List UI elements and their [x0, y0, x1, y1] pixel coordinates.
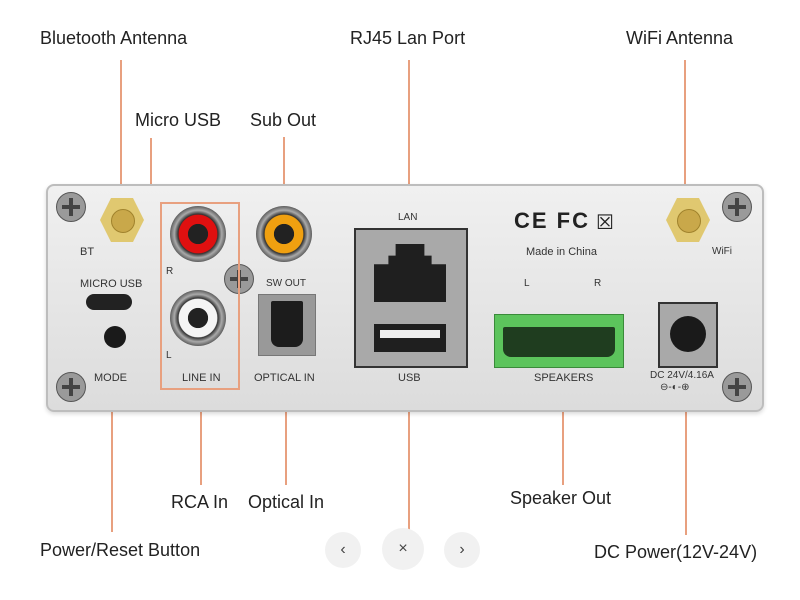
callout-dc-power: DC Power(12V-24V) — [594, 542, 758, 562]
lan-usb-housing — [354, 228, 468, 368]
callout-bluetooth-antenna: Bluetooth Antenna — [40, 28, 188, 48]
sw-out-label: SW OUT — [266, 278, 306, 289]
usb-port — [374, 324, 446, 352]
rj45-port — [374, 244, 446, 302]
bt-label: BT — [80, 246, 95, 258]
callout-line-dc — [685, 335, 687, 535]
callout-line-wifi — [684, 60, 686, 225]
micro-usb-port — [86, 294, 132, 310]
device-back-panel: BT MICRO USB MODE R L LINE IN SW OUT OPT… — [46, 184, 764, 412]
prev-button[interactable]: ‹ — [325, 532, 361, 568]
dc-jack — [670, 316, 706, 352]
wifi-antenna-connector — [666, 198, 710, 242]
lan-label: LAN — [398, 212, 418, 223]
rca-r-label: R — [166, 266, 174, 277]
callout-line-mode — [111, 340, 113, 532]
made-in-label: Made in China — [526, 246, 597, 258]
callout-sub-out: Sub Out — [250, 110, 317, 130]
callout-line-lan — [408, 60, 410, 250]
callout-line-usb — [408, 345, 410, 530]
callout-rca-in: RCA In — [171, 492, 229, 512]
screw-icon — [56, 192, 86, 222]
callout-speaker-out: Speaker Out — [510, 488, 612, 508]
sub-out-jack — [256, 206, 312, 262]
rca-l-label: L — [166, 350, 172, 361]
rca-left-jack — [170, 290, 226, 346]
screw-icon — [56, 372, 86, 402]
usb-label: USB — [398, 372, 421, 384]
screw-icon — [722, 372, 752, 402]
polarity-icon: ⊖-◐-⊕ — [660, 382, 690, 393]
optical-in-label: OPTICAL IN — [254, 372, 315, 384]
weee-icon: ☒ — [596, 212, 614, 234]
callout-line-rca — [200, 385, 202, 485]
callout-wifi-antenna: WiFi Antenna — [626, 28, 734, 48]
callout-power-reset-button: Power/Reset Button — [40, 540, 201, 560]
callout-line-bt — [120, 60, 122, 210]
speakers-label: SPEAKERS — [534, 372, 594, 384]
close-button[interactable]: × — [382, 528, 424, 570]
speaker-terminal — [494, 314, 624, 368]
speaker-r-label: R — [594, 278, 602, 289]
certification-marks: CE FC — [514, 208, 590, 233]
callout-micro-usb: Micro USB — [135, 110, 222, 130]
bt-antenna-connector — [100, 198, 144, 242]
line-in-label: LINE IN — [182, 372, 221, 384]
optical-in-port — [258, 294, 316, 356]
screw-icon — [722, 192, 752, 222]
callout-line-speaker — [562, 340, 564, 485]
callout-rj45-lan-port: RJ45 Lan Port — [350, 28, 466, 48]
dc-jack-housing — [658, 302, 718, 368]
callout-optical-in: Optical In — [248, 492, 325, 512]
wifi-label: WiFi — [712, 246, 732, 257]
next-button[interactable]: › — [444, 532, 480, 568]
mode-button[interactable] — [104, 326, 126, 348]
line-in-box — [160, 202, 240, 390]
rca-right-jack — [170, 206, 226, 262]
dc-rating-label: DC 24V/4.16A — [650, 370, 714, 381]
speaker-l-label: L — [524, 278, 530, 289]
mode-label: MODE — [94, 372, 127, 384]
micro-usb-label: MICRO USB — [80, 278, 143, 290]
